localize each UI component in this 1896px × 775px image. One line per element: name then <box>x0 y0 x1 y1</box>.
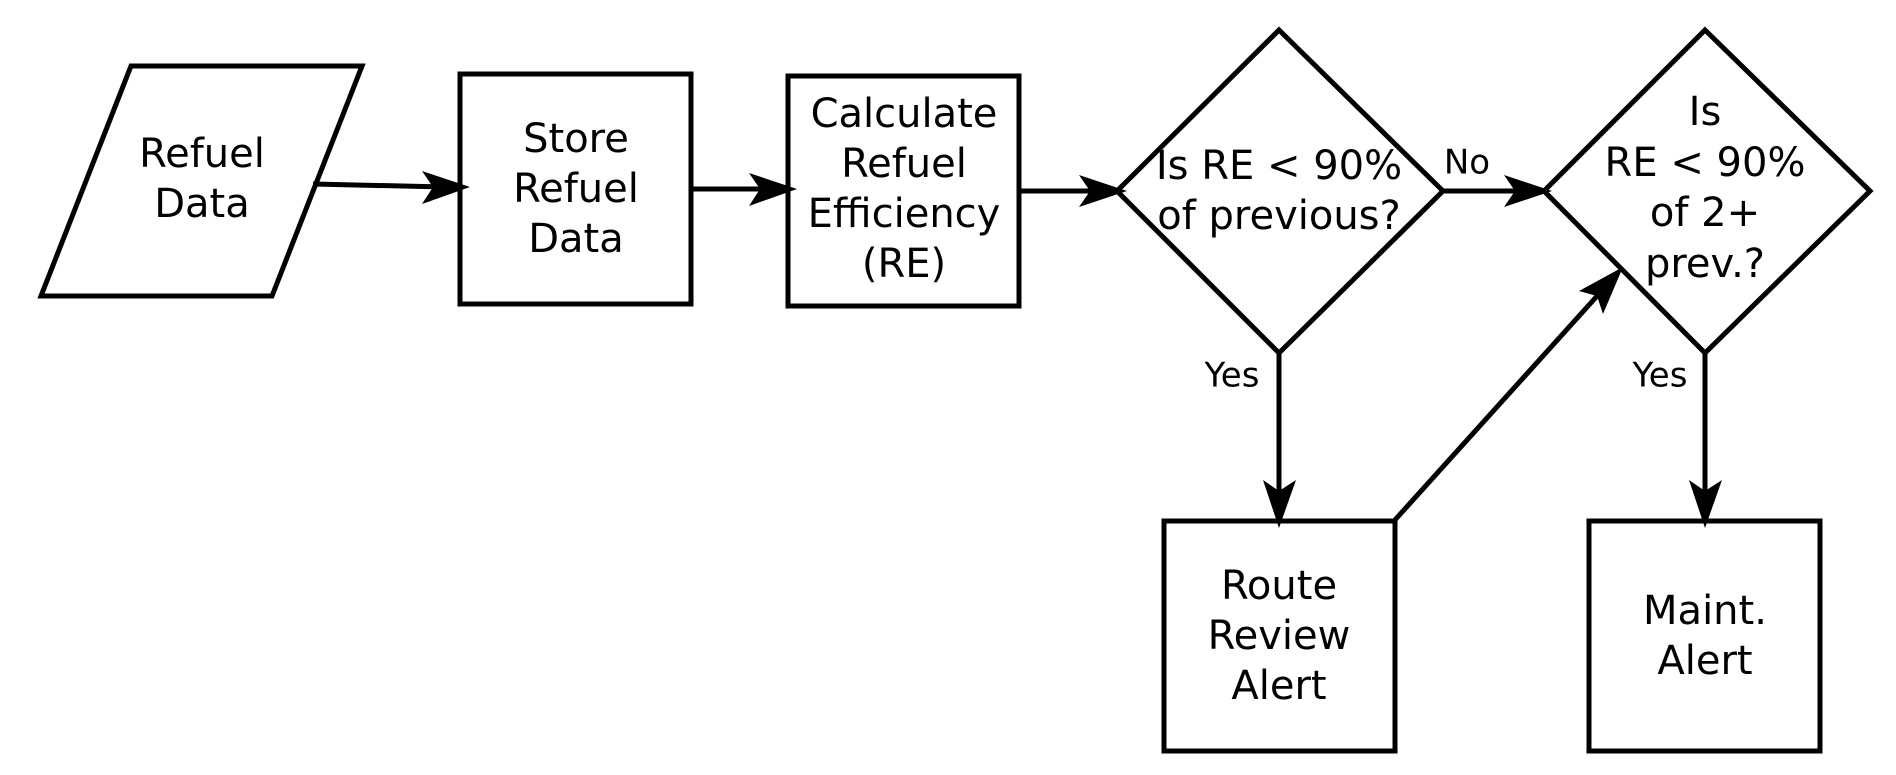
edge-route-review-to-decision2 <box>1392 283 1609 523</box>
store-refuel-data-label-line-3: Data <box>528 216 624 262</box>
route-review-alert-label: Route Review Alert <box>1208 563 1351 709</box>
decision-two-prev-label-line-4: prev.? <box>1645 241 1765 287</box>
route-review-alert-label-line-3: Alert <box>1231 663 1326 709</box>
arrowhead-calculate-to-decision1 <box>1079 175 1127 207</box>
arrowhead-store-to-calculate <box>749 173 797 206</box>
decision-two-prev-label: Is RE < 90% of 2+ prev.? <box>1605 89 1806 287</box>
arrowhead-decision2-yes <box>1689 480 1722 528</box>
calculate-re-label-line-4: (RE) <box>862 241 946 287</box>
maint-alert-label-line-2: Alert <box>1657 638 1752 684</box>
arrowhead-decision1-no <box>1504 175 1552 207</box>
maint-alert-label-line-1: Maint. <box>1643 588 1767 634</box>
decision-previous-diamond <box>1113 26 1447 357</box>
refuel-data-input-shape <box>37 63 366 299</box>
edge-label-yes-2: Yes <box>1632 356 1688 396</box>
decision-two-prev-label-line-3: of 2+ <box>1650 190 1760 236</box>
decision-previous-label: Is RE < 90% of previous? <box>1156 143 1402 239</box>
decision-two-prev-label-line-1: Is <box>1689 89 1722 135</box>
arrowhead-decision1-yes <box>1263 480 1296 528</box>
route-review-alert-label-line-1: Route <box>1221 563 1337 609</box>
store-refuel-data-label: Store Refuel Data <box>513 116 639 262</box>
store-refuel-data-label-line-2: Refuel <box>513 166 639 212</box>
edge-label-no: No <box>1444 143 1490 183</box>
decision-two-prev-label-line-2: RE < 90% <box>1605 140 1806 186</box>
calculate-re-label-line-2: Refuel <box>841 141 967 187</box>
refuel-data-label-line-2: Data <box>154 181 250 227</box>
edge-input-to-store <box>312 181 446 190</box>
maint-alert-label: Maint. Alert <box>1643 588 1767 684</box>
decision-previous-label-line-1: Is RE < 90% <box>1156 143 1402 189</box>
calculate-re-label: Calculate Refuel Efficiency (RE) <box>808 91 1001 287</box>
calculate-re-label-line-3: Efficiency <box>808 191 1001 237</box>
calculate-re-label-line-1: Calculate <box>811 91 998 137</box>
refuel-data-label: Refuel Data <box>139 131 265 227</box>
arrowhead-input-to-store <box>422 171 470 204</box>
route-review-alert-label-line-2: Review <box>1208 613 1351 659</box>
maint-alert-box <box>1586 518 1823 754</box>
decision-previous-label-line-2: of previous? <box>1157 193 1401 239</box>
refuel-data-label-line-1: Refuel <box>139 131 265 177</box>
arrowhead-route-review-to-decision2 <box>1579 267 1623 314</box>
edge-label-yes-1: Yes <box>1204 356 1260 396</box>
store-refuel-data-label-line-1: Store <box>523 116 629 162</box>
route-review-alert-box <box>1161 518 1398 754</box>
